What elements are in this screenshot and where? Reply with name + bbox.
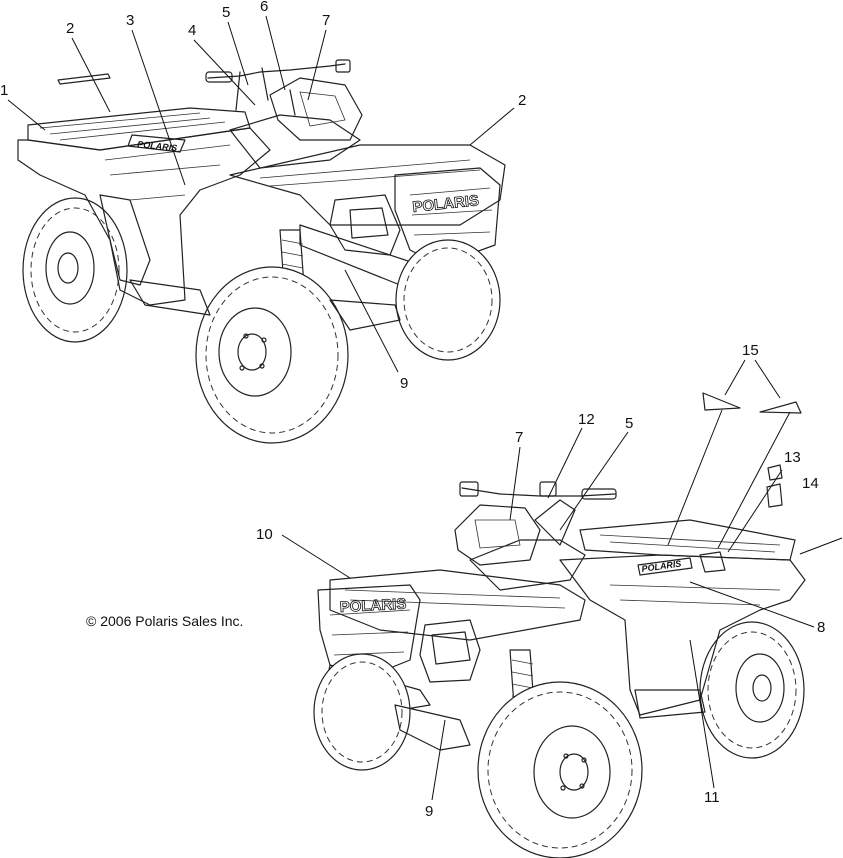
callout-8: 8 [817, 619, 825, 636]
callout-15: 15 [742, 342, 759, 359]
front-right-tire [395, 239, 501, 361]
decal-13 [767, 464, 783, 481]
callout-5: 5 [222, 4, 230, 21]
headlight-b [419, 619, 481, 683]
callout-11: 11 [704, 789, 720, 806]
front-left-tire-b [313, 653, 411, 771]
handlebar [207, 63, 346, 79]
headlight-pod [269, 77, 363, 141]
decal-14 [766, 483, 783, 508]
front-hood [229, 144, 506, 226]
decal-15-left [702, 392, 741, 411]
side-decal-b [637, 557, 693, 576]
callout-7: 7 [322, 12, 330, 29]
seat-b [469, 539, 586, 591]
callout-13: 13 [784, 449, 801, 466]
headlight-pod-b [454, 504, 541, 566]
callout-14: 14 [802, 475, 819, 492]
atv-rear-view: POLARIS POLARIS [17, 59, 506, 444]
callout-2: 2 [66, 20, 74, 37]
handlebar-b [461, 487, 616, 497]
decal-15-right [759, 401, 802, 414]
callout-7b: 7 [515, 429, 523, 446]
side-decal [127, 134, 186, 153]
grille-decal-text: POLARIS [412, 192, 480, 216]
callout-9b: 9 [425, 803, 433, 820]
callouts-top: 1 2 3 4 5 6 7 2 9 [0, 0, 526, 392]
callout-10: 10 [256, 526, 273, 543]
front-hood-b [329, 569, 586, 641]
callout-6: 6 [260, 0, 268, 15]
callout-5b: 5 [625, 415, 633, 432]
side-decal-text: POLARIS [137, 139, 178, 153]
callout-12: 12 [578, 411, 595, 428]
callouts-bottom: 15 12 5 7 13 14 10 8 9 11 [256, 342, 843, 820]
callout-9: 9 [400, 375, 408, 392]
callout-1: 1 [0, 82, 8, 99]
rear-fender-b [559, 554, 806, 716]
atv-front-view: POLARIS POLARIS [313, 392, 806, 858]
grille-decal-b-text: POLARIS [339, 596, 406, 616]
rear-left-tire [22, 197, 128, 343]
copyright-text: © 2006 Polaris Sales Inc. [86, 613, 243, 629]
rear-right-tire [699, 621, 805, 759]
callout-4: 4 [188, 22, 196, 39]
front-left-tire [195, 266, 349, 444]
callout-3: 3 [126, 12, 134, 29]
callout-2b: 2 [518, 92, 526, 109]
decal-strip-2 [57, 73, 111, 85]
